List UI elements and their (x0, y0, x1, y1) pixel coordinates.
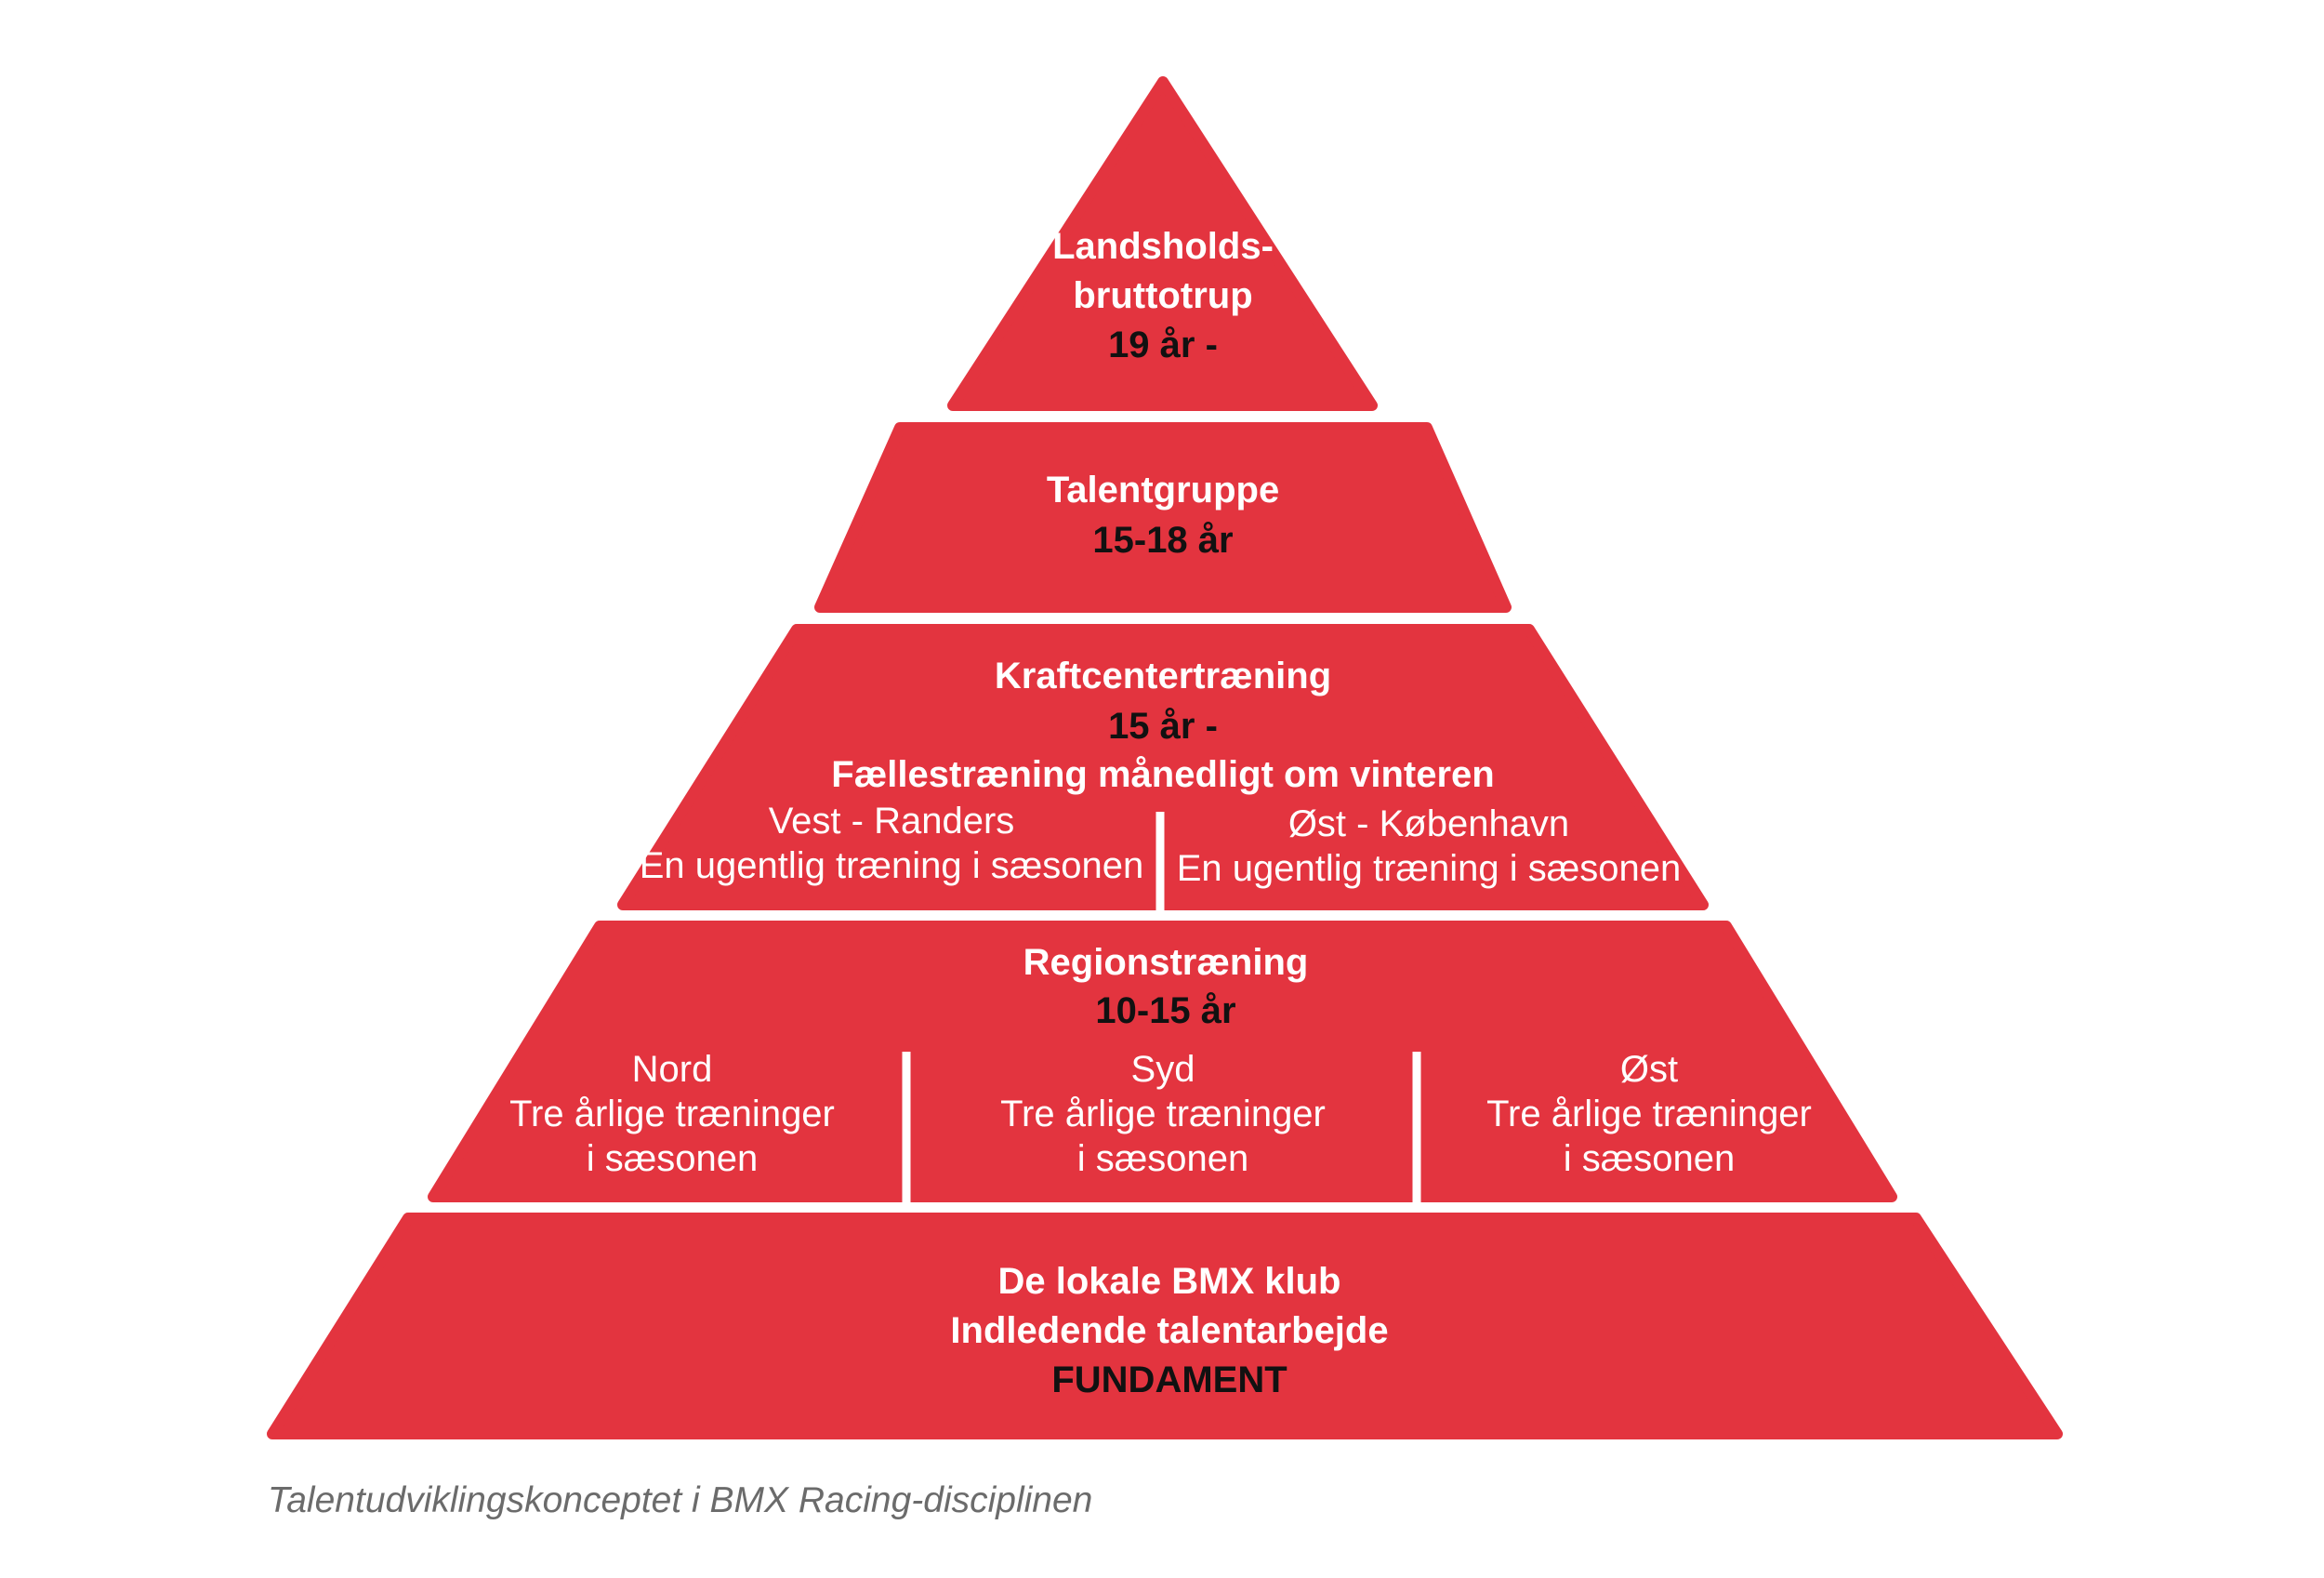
region-east-name: Øst (1620, 1049, 1678, 1090)
tier-base-shape (267, 1213, 2063, 1439)
region-south-name: Syd (1131, 1049, 1195, 1090)
kraftcenter-east-desc: En ugentlig træning i sæsonen (1177, 848, 1682, 889)
tier-region-title: Regionstræning (1023, 942, 1309, 983)
tier-kraftcenter-shape (617, 624, 1709, 910)
tier-region-age: 10-15 år (1095, 990, 1235, 1031)
tier-kraftcenter-age: 15 år - (1108, 706, 1218, 747)
tier-base: De lokale BMX klub Indledende talentarbe… (267, 1213, 2063, 1439)
tier-top-line2: bruttotrup (1073, 275, 1252, 316)
region-east-line2: i sæsonen (1564, 1138, 1736, 1179)
tier-region: Regionstræning 10-15 år Nord Tre årlige … (428, 921, 1897, 1205)
kraftcenter-east-name: Øst - København (1288, 803, 1569, 844)
kraftcenter-west-name: Vest - Randers (769, 801, 1015, 842)
region-south-line2: i sæsonen (1077, 1138, 1249, 1179)
tier-talent-title: Talentgruppe (1047, 470, 1279, 511)
tier-base-subtitle: Indledende talentarbejde (950, 1310, 1388, 1351)
tier-kraftcenter: Kraftcentertræning 15 år - Fællestræning… (617, 624, 1709, 913)
region-north-name: Nord (632, 1049, 713, 1090)
tier-top-age: 19 år - (1108, 325, 1218, 365)
kraftcenter-west-desc: En ugentlig træning i sæsonen (640, 845, 1144, 886)
tier-region-shape (428, 921, 1897, 1202)
tier-kraftcenter-subtitle: Fællestræning månedligt om vinteren (831, 754, 1494, 795)
region-east-line1: Tre årlige træninger (1486, 1094, 1812, 1134)
tier-top: Landsholds- bruttotrup 19 år - (947, 76, 1378, 411)
region-south-line1: Tre årlige træninger (1000, 1094, 1326, 1134)
tier-base-title: De lokale BMX klub (998, 1261, 1341, 1302)
tier-talent-age: 15-18 år (1092, 520, 1233, 561)
tier-talent-shape (814, 422, 1512, 613)
tier-talent: Talentgruppe 15-18 år (814, 422, 1512, 613)
tier-top-line1: Landsholds- (1052, 226, 1274, 267)
tier-top-shape (947, 76, 1378, 411)
region-north-line2: i sæsonen (587, 1138, 759, 1179)
tier-base-label: FUNDAMENT (1051, 1359, 1287, 1400)
region-north-line1: Tre årlige træninger (509, 1094, 835, 1134)
figure-caption: Talentudviklingskonceptet i BMX Racing-d… (268, 1480, 1093, 1520)
tier-kraftcenter-title: Kraftcentertræning (995, 656, 1331, 696)
